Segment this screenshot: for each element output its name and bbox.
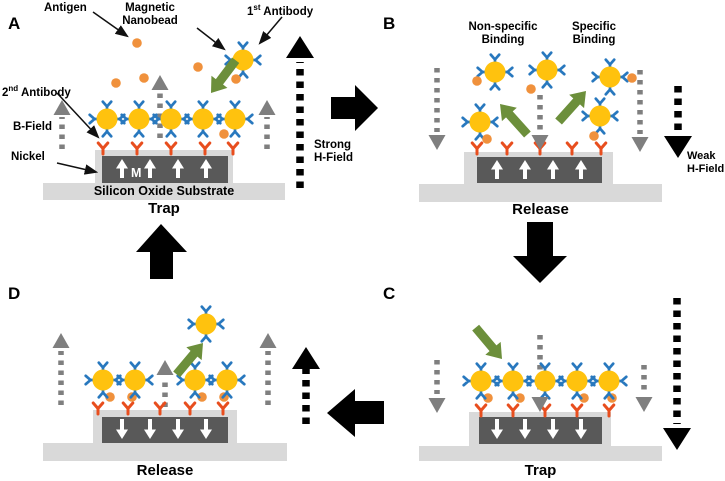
b-field-arrowhead-icon [259,333,277,348]
magnetic-nanobead-icon [86,363,121,398]
release-motion-arrow-icon [492,97,535,142]
antigen-icon [111,78,121,88]
callout-arrow-antigen [92,11,129,38]
antigen-label: Antigen [44,2,87,14]
magnetic-nanobead-icon [210,363,245,398]
antigen-icon [193,62,203,72]
callout-arrow-nickel [56,162,99,175]
b-field-arrowhead-icon [258,100,276,115]
b-field-arrowhead-icon [156,360,174,375]
magnetic-nanobead-label: Magnetic Nanobead [122,2,178,28]
magnetic-nanobead-icon [593,60,628,95]
panel-d-letter: D [8,284,21,303]
b-field-arrowhead-icon [635,397,653,412]
callout-arrow-first-antibody [258,16,283,45]
strong-h-field-arrowhead-icon [286,36,314,58]
b-field-label: B-Field [13,121,52,133]
b-field-arrowhead-icon [428,135,446,150]
magnetic-nanobead-icon [122,102,157,137]
antigen-icon [482,134,492,144]
cycle-arrow-d-to-a-icon [136,224,187,279]
b-field-arrowhead-icon [53,100,71,115]
weak-h-field-label: Weak H-Field [687,150,725,175]
antigen-icon [139,73,149,83]
panel-c-caption: Trap [524,462,557,479]
panel-a-letter: A [8,14,21,33]
panel-b-caption: Release [512,201,569,218]
b-field-arrowhead-icon [631,137,649,152]
panel-a-graphics [43,11,314,200]
magnetic-nanobead-icon [496,364,531,399]
magnetization-label: M [131,166,142,180]
magnetic-nanobead-icon [186,102,221,137]
panel-d-caption: Release [136,462,194,479]
panel-b-graphics [419,53,692,202]
callout-arrow-nanobead [196,27,226,51]
b-field-arrowhead-icon [428,398,446,413]
cycle-arrow-c-to-d-icon [327,389,384,437]
magnetic-nanobead-icon [583,99,618,134]
weak-h-field-arrowhead-icon [292,347,320,369]
nonspecific-binding-label: Non-specific Binding [468,21,538,47]
silicon-oxide-substrate [43,443,287,461]
magnetic-nanobead-icon [189,307,224,342]
second-antibody-label: 2nd Antibody [2,84,71,99]
antigen-icon [132,38,142,48]
antigen-icon [627,73,637,83]
antigen-icon [219,129,229,139]
silicon-oxide-substrate [419,446,662,461]
magnetic-nanobead-icon [478,55,513,90]
magnetic-nanobead-icon [90,102,125,137]
silicon-oxide-substrate [419,184,662,202]
specific-binding-label: Specific Binding [571,21,617,47]
antigen-icon [231,74,241,84]
silicon-oxide-substrate [43,183,285,200]
b-field-arrowhead-icon [151,75,169,90]
magnetic-nanobead-icon [592,364,627,399]
nickel-label: Nickel [11,151,45,163]
magnetic-nanobead-icon [464,364,499,399]
cycle-arrow-a-to-b-icon [331,85,378,131]
panel-d-graphics [43,307,320,461]
release-motion-arrow-icon [551,84,594,129]
first-antibody-label: 1st Antibody [247,3,314,18]
strong-h-field-arrowhead-icon [663,428,691,450]
magnetic-nanobead-icon [463,105,498,140]
antigen-icon [589,131,599,141]
panel-c-letter: C [383,284,396,303]
substrate-label: Silicon Oxide Substrate [93,184,235,198]
antigen-icon [472,76,482,86]
magnetic-nanobead-icon [118,363,153,398]
callout-arrow-second-antibody [56,92,100,139]
cycle-arrow-b-to-c-icon [513,222,567,283]
b-field-arrowhead-icon [52,333,70,348]
antigen-icon [526,84,536,94]
magnetic-nanobead-icon [530,53,565,88]
panel-a-caption: Trap [148,200,180,217]
trap-motion-arrow-icon [467,321,510,366]
panel-b-letter: B [383,14,396,33]
magnetic-nanobead-icon [528,364,563,399]
strong-h-field-label: Strong H-Field [314,139,353,165]
panel-c-graphics [419,298,691,461]
magnetic-nanobead-icon [560,364,595,399]
